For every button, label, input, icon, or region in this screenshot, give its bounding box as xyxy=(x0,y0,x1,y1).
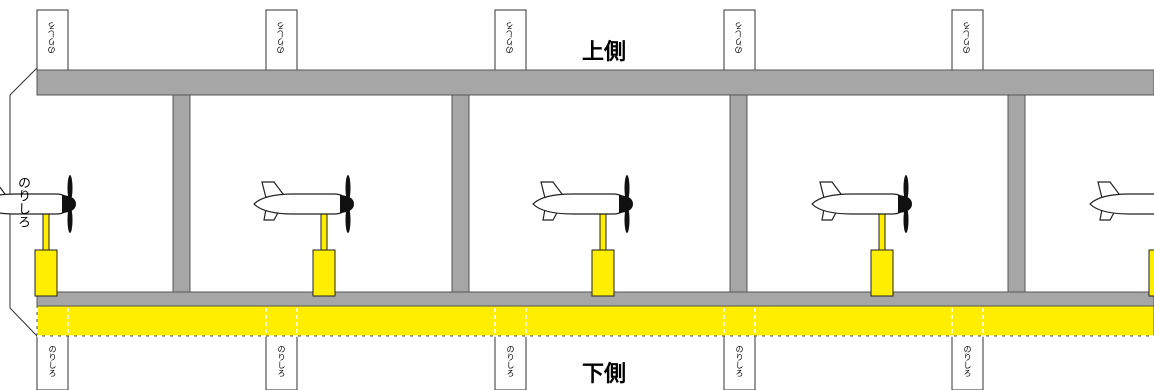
top-glue-tab xyxy=(265,9,298,71)
airplane-icon xyxy=(0,175,76,297)
top-rail xyxy=(36,69,1154,96)
vertical-post xyxy=(172,94,191,293)
fuselage xyxy=(253,193,349,215)
bottom-side-label: 下側 xyxy=(582,362,627,387)
stand-block xyxy=(34,249,58,297)
vertical-post xyxy=(451,94,470,293)
stand-block xyxy=(870,249,894,297)
airplanes xyxy=(0,175,1154,297)
stand-pole-icon xyxy=(878,209,886,251)
airplane-icon xyxy=(253,175,354,297)
stand-block xyxy=(1148,249,1154,297)
top-tab-label: のりしろ xyxy=(505,22,514,54)
stand-pole-icon xyxy=(599,209,607,251)
top-tab-label: のりしろ xyxy=(962,22,971,54)
airplane-icon xyxy=(1089,181,1154,297)
vertical-posts xyxy=(172,94,1026,293)
propeller-icon xyxy=(624,175,633,233)
top-tab-label: のりしろ xyxy=(734,22,743,54)
stand-block xyxy=(591,249,615,297)
stand-pole-icon xyxy=(320,209,328,251)
bottom-tab-label: のりしろ xyxy=(735,345,744,377)
propeller-icon xyxy=(345,175,354,233)
vertical-post xyxy=(729,94,748,293)
propeller-icon xyxy=(903,175,912,233)
bottom-glue-tab xyxy=(723,335,756,390)
bottom-tab-label: のりしろ xyxy=(48,345,57,377)
propeller-icon xyxy=(67,175,76,233)
top-side-label: 上側 xyxy=(582,40,627,65)
airplane-icon xyxy=(811,175,912,297)
bottom-glue-tab xyxy=(494,335,527,390)
fold-marks xyxy=(36,308,1154,337)
top-tab-label: のりしろ xyxy=(47,22,56,54)
bottom-tab-label: のりしろ xyxy=(277,345,286,377)
fuselage xyxy=(532,193,628,215)
vertical-post xyxy=(1007,94,1026,293)
bottom-glue-tab xyxy=(951,335,984,390)
bottom-tab-label: のりしろ xyxy=(506,345,515,377)
left-glue-tab-label: のりしろ xyxy=(15,176,30,228)
airplane-icon xyxy=(532,175,633,297)
fuselage xyxy=(811,193,907,215)
bottom-glue-tabs xyxy=(36,335,984,390)
stand-pole-icon xyxy=(42,209,50,251)
stand-block xyxy=(312,249,336,297)
fuselage xyxy=(1089,193,1154,215)
bottom-tab-label: のりしろ xyxy=(963,345,972,377)
fuselage xyxy=(0,193,71,215)
top-tab-label: のりしろ xyxy=(276,22,285,54)
yellow-base xyxy=(36,305,1154,337)
bottom-glue-tab xyxy=(36,335,69,390)
top-glue-tab xyxy=(951,9,984,71)
